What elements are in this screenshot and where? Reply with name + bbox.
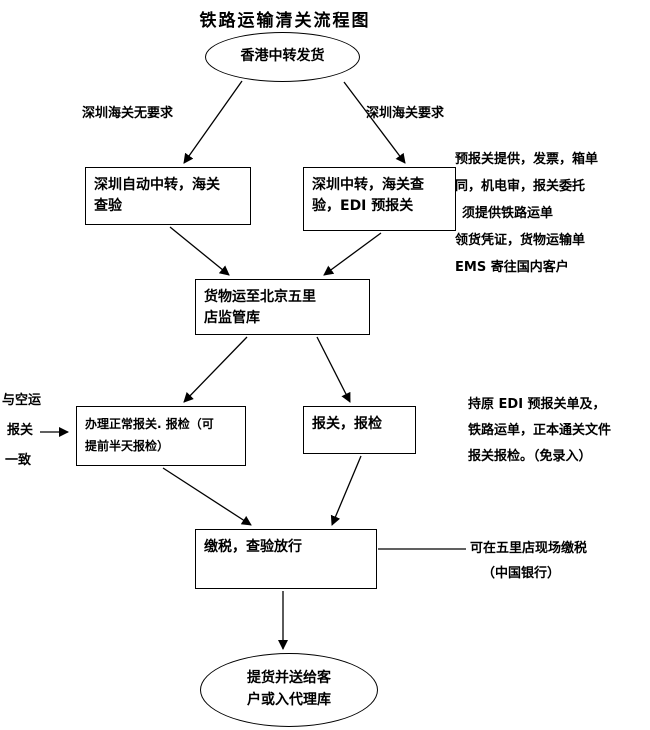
connector-arrow [316,336,351,403]
branch-label-requirement: 深圳海关要求 [366,106,445,121]
note-line: 持原 EDI 预报关单及， [468,397,606,412]
node-end-delivery: 提货并送给客 户或入代理库 [200,653,378,727]
node-start-hongkong: 香港中转发货 [205,32,360,82]
connector-arrow [169,226,230,276]
node-start-label: 香港中转发货 [240,48,325,65]
note-line: 铁路运单，正本通关文件 [468,423,612,438]
note-line: 报关 [7,423,34,438]
node-shenzhen-edi-transfer: 深圳中转，海关查 验，EDI 预报关 [303,167,456,231]
branch-label-no-requirement: 深圳海关无要求 [82,106,174,121]
note-line: 预报关提供，发票，箱单 [455,152,599,167]
node-normal-declaration: 办理正常报关. 报检（可 提前半天报检） [76,406,246,466]
note-line: 须提供铁路运单 [462,206,554,221]
node-beijing-warehouse: 货物运至北京五里 店监管库 [195,279,370,335]
note-line: 同，机电审，报关委托 [455,179,586,194]
note-line: 一致 [5,453,32,468]
note-line: 领货凭证，货物运输单 [455,233,586,248]
node-declare-inspect: 报关，报检 [303,406,416,454]
connector-arrow [183,336,248,403]
connector-arrow [162,467,252,526]
note-line: 可在五里店现场缴税 [470,541,588,556]
note-line: 报关报检。（免录入） [468,449,592,464]
note-same-as-air: 与空运 报关 一致 [2,386,72,476]
note-onsite-tax-payment: 可在五里店现场缴税 （中国银行） [470,536,648,586]
note-line: （中国银行） [482,566,561,581]
node-end-label: 提货并送给客 户或入代理库 [247,670,331,708]
diagram-title: 铁路运输清关流程图 [199,11,371,31]
connector-arrow [323,232,382,276]
note-original-edi-documents: 持原 EDI 预报关单及， 铁路运单，正本通关文件 报关报检。（免录入） [468,392,650,470]
note-line: EMS 寄往国内客户 [455,260,569,275]
note-edi-documents: 预报关提供，发票，箱单 同，机电审，报关委托 须提供铁路运单 领货凭证，货物运输… [455,146,650,281]
node-shenzhen-auto-transfer: 深圳自动中转，海关 查验 [85,167,251,225]
connector-arrow [343,81,406,164]
note-line: 与空运 [2,393,42,408]
connector-arrow [183,80,243,164]
node-tax-release: 缴税，查验放行 [195,529,377,589]
connector-arrow [330,455,362,526]
